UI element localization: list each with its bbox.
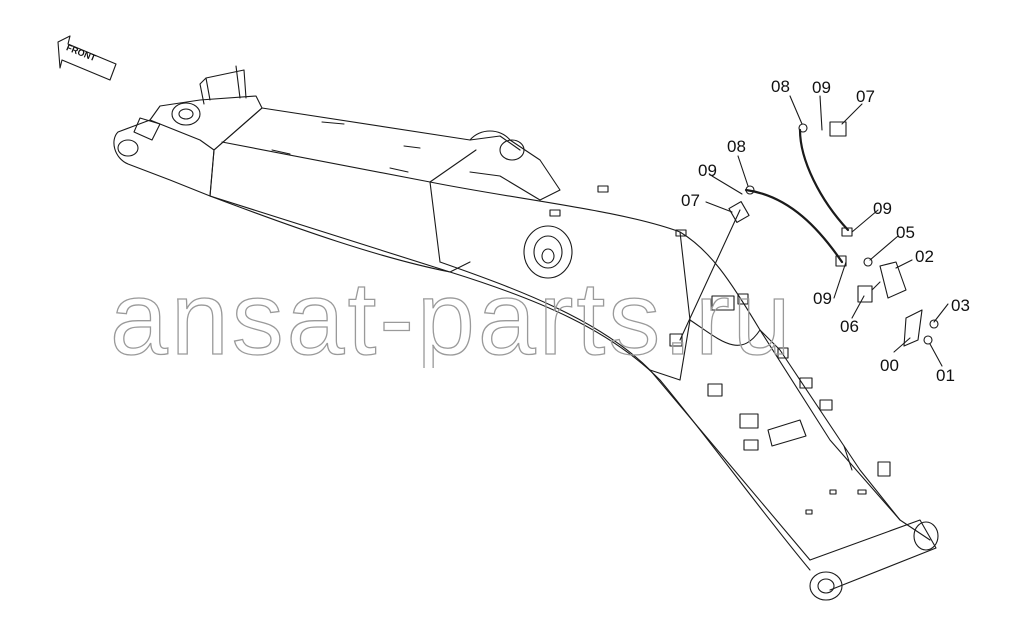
boom-main-curve <box>209 181 939 601</box>
callout-02: 02 <box>915 247 934 266</box>
boom-bracket <box>469 130 573 279</box>
front-label: FRONT <box>65 42 98 63</box>
callout-07-mid: 07 <box>681 191 700 210</box>
callout-09-mid: 09 <box>698 161 717 180</box>
hose-assembly <box>679 121 939 347</box>
callout-01: 01 <box>936 366 955 385</box>
front-arrow-icon <box>57 35 117 81</box>
callout-07-top: 07 <box>856 87 875 106</box>
callout-06: 06 <box>840 317 859 336</box>
boom-clamps <box>549 185 891 515</box>
callout-05: 05 <box>896 223 915 242</box>
callout-00: 00 <box>880 356 899 375</box>
boom-foot <box>113 65 263 197</box>
watermark-logo: ansat-parts.ru <box>110 268 794 368</box>
leader-lines <box>705 95 949 367</box>
callout-09-top: 09 <box>812 78 831 97</box>
callout-08-top: 08 <box>771 77 790 96</box>
callout-03: 03 <box>951 296 970 315</box>
watermark-text: ansat-parts.ru <box>110 268 794 368</box>
callout-08-mid: 08 <box>727 137 746 156</box>
callout-09-right: 09 <box>873 199 892 218</box>
callout-09-low: 09 <box>813 289 832 308</box>
